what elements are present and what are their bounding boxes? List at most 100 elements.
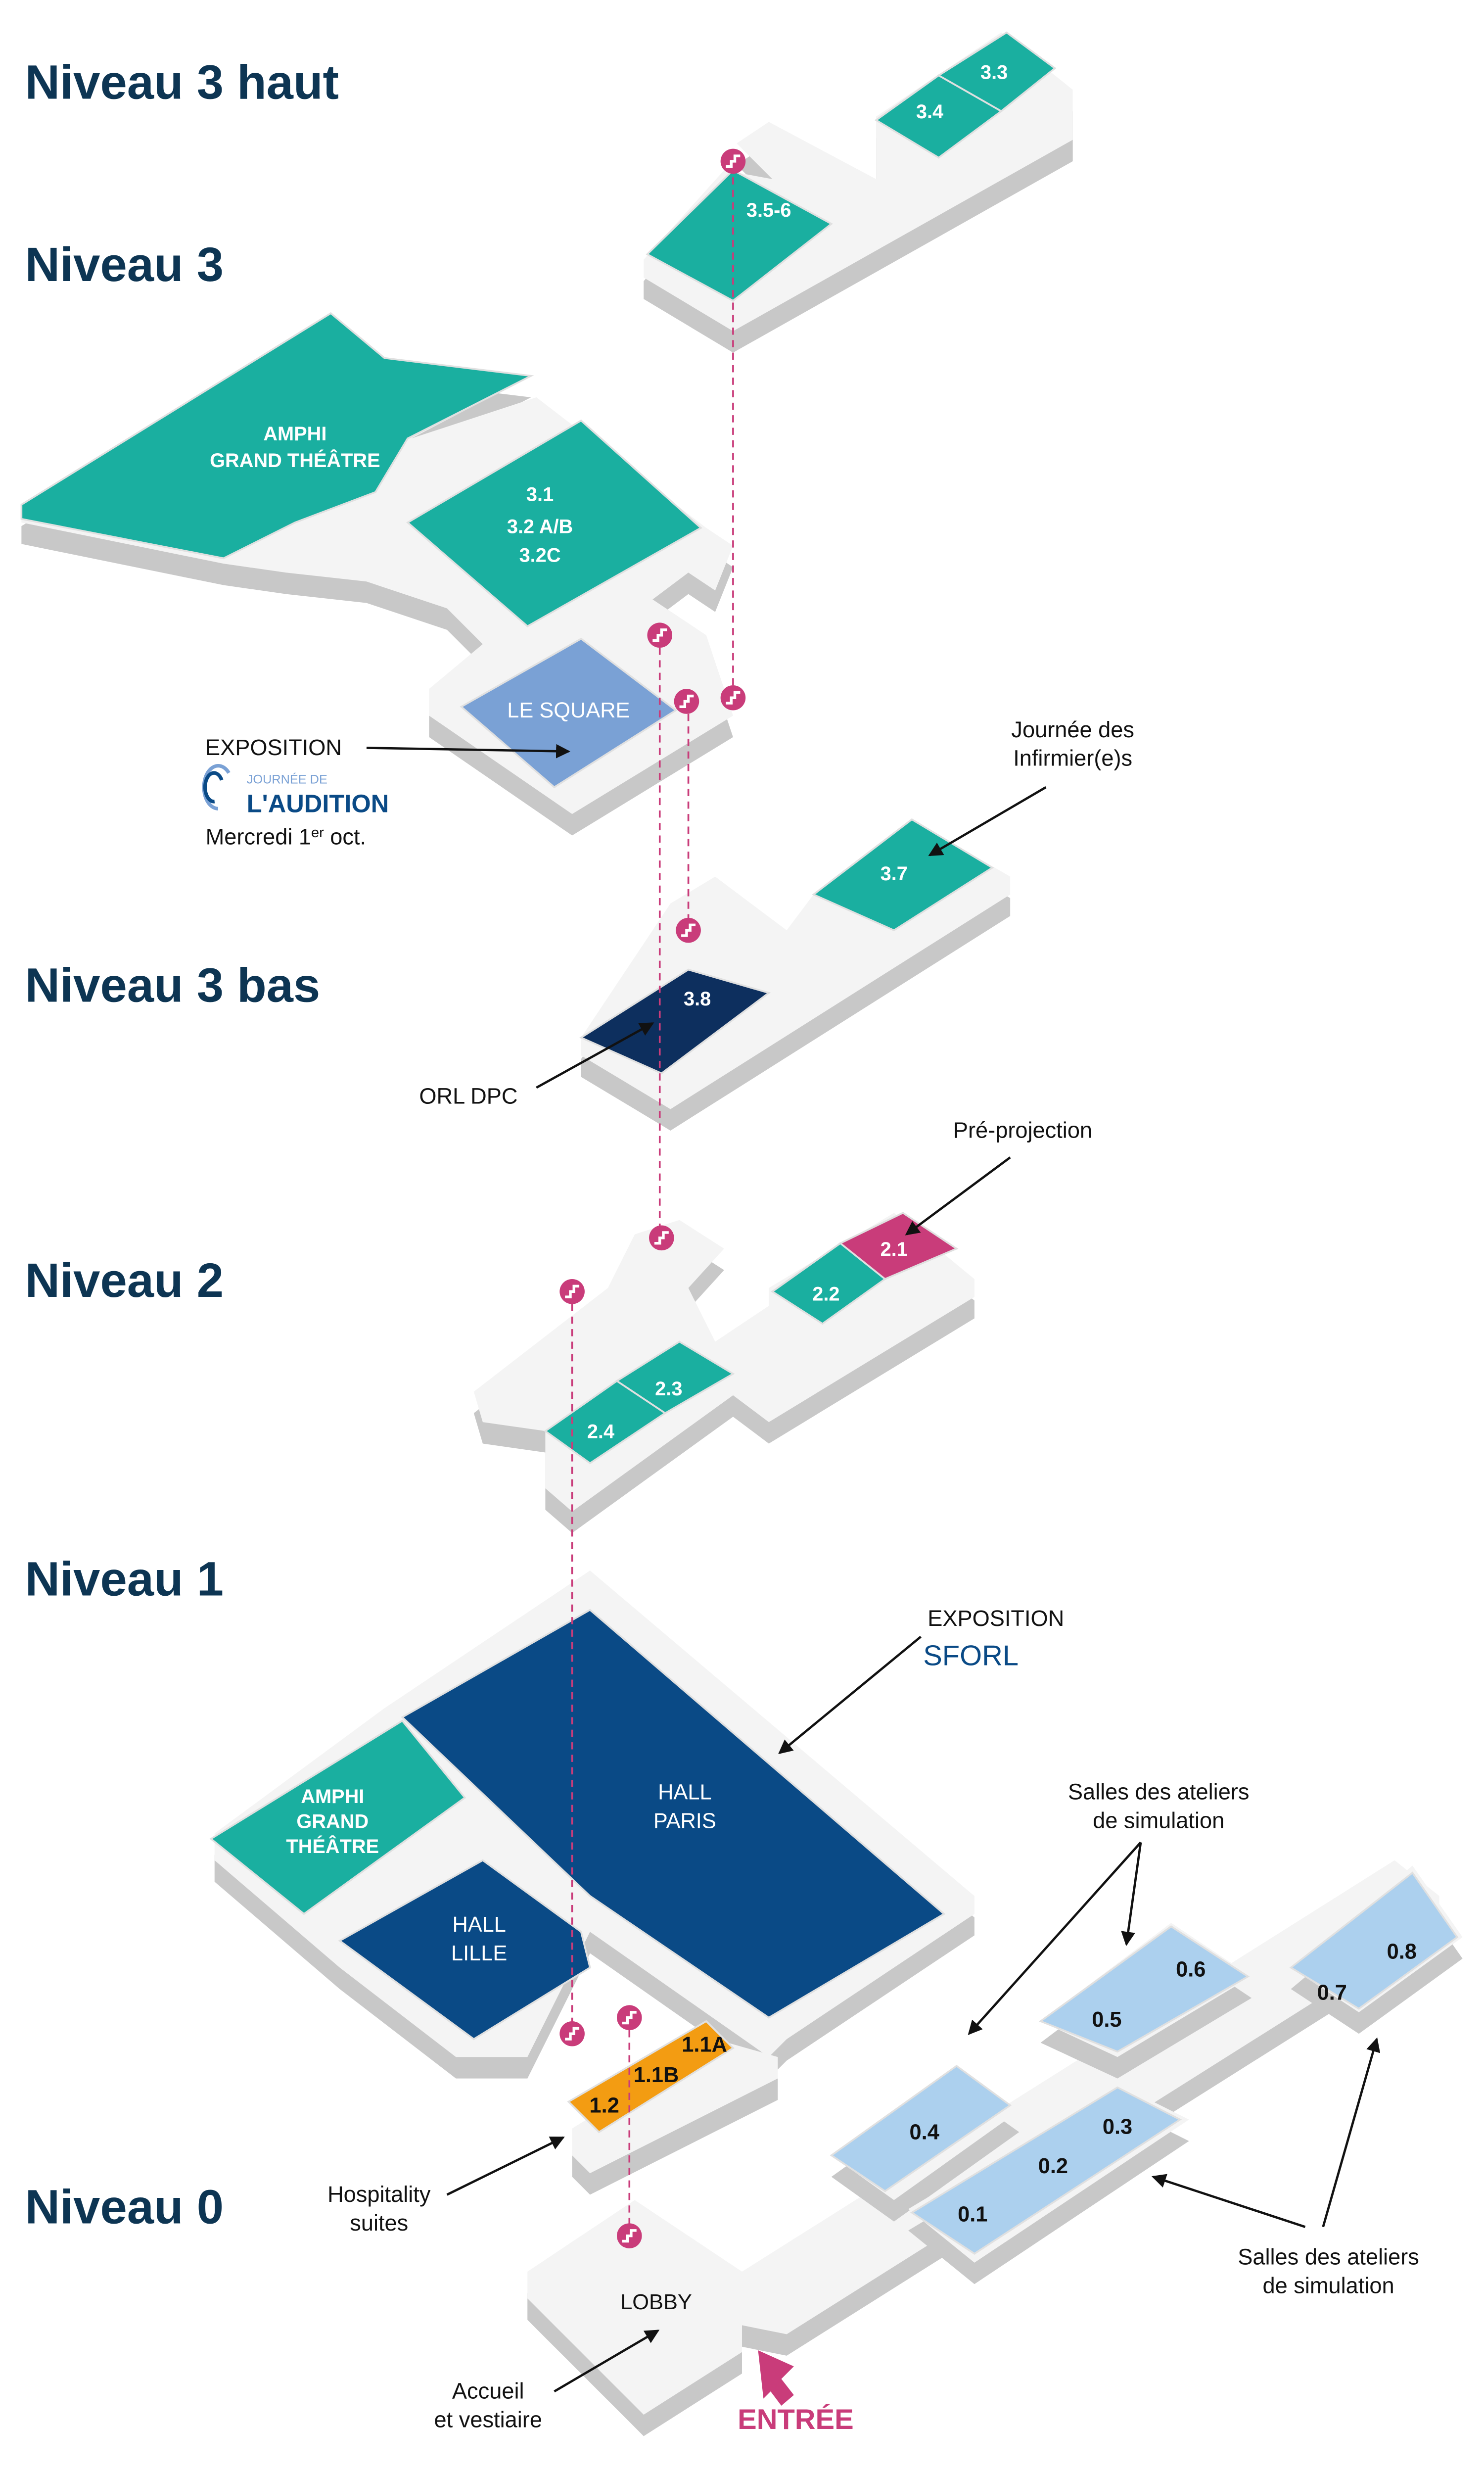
annotation-arrow [554, 2330, 660, 2393]
room-label: HALL [452, 1913, 506, 1937]
entrance-label[interactable]: ENTRÉE [738, 2404, 854, 2435]
room-label: AMPHI [263, 423, 326, 445]
annotation-exposition: EXPOSITION [205, 735, 342, 760]
room-label: 3.2C [519, 545, 561, 567]
room-label: 3.3 [980, 62, 1008, 84]
room-label: LOBBY [620, 2290, 692, 2314]
svg-text:JOURNÉE DE: JOURNÉE DE [247, 772, 327, 787]
room-label: 1.1A [682, 2033, 727, 2056]
annotation-arrow [1121, 1842, 1142, 1947]
annotation-arrow [1151, 2174, 1306, 2228]
annotation-accueil: Accueil [452, 2379, 524, 2404]
annotation-ateliers: de simulation [1093, 1808, 1224, 1833]
room-2-4 [544, 1380, 667, 1465]
stairs-layer [559, 148, 746, 2248]
level-0-labels: Niveau 0 0.4 0.1 0.2 0.3 0.5 0.6 0.7 0.8… [25, 1779, 1419, 2435]
room-0-4-group [830, 2065, 1012, 2192]
stairs-icon [720, 148, 746, 174]
room-3-5-6-group [646, 169, 834, 302]
room-label: 0.5 [1092, 2008, 1121, 2032]
room-label: 0.4 [910, 2120, 939, 2144]
stairs-icon [559, 2021, 585, 2046]
room-3-8-group [579, 968, 771, 1075]
level-3-bas-labels: Niveau 3 bas 3.7 3.8 Journée des Infirmi… [25, 717, 1134, 1109]
annotation-orl-dpc: ORL DPC [419, 1084, 517, 1109]
annotation-arrow [366, 744, 571, 759]
room-3-5-6 [646, 169, 834, 302]
level-heading-3-haut: Niveau 3 haut [25, 55, 339, 109]
stairs-icon [616, 2005, 642, 2031]
room-label: LILLE [451, 1942, 507, 1965]
level-heading-3-bas: Niveau 3 bas [25, 958, 321, 1012]
room-0-1-0-3-group [910, 2086, 1182, 2255]
annotation-arrow [778, 1636, 922, 1755]
level-3-labels: Niveau 3 haut Niveau 3 3.5-6 3.4 3.3 AMP… [25, 55, 1008, 849]
room-label: LE SQUARE [507, 699, 630, 722]
room-3-7-group [812, 818, 994, 932]
room-amphi-grand-theatre-3 [20, 312, 534, 560]
room-label: 2.3 [655, 1378, 682, 1400]
room-label: AMPHI [301, 1786, 364, 1808]
rooms-layer [20, 31, 1459, 2255]
annotation-exposition-hall: EXPOSITION [928, 1606, 1064, 1631]
room-amphi-grand-theatre-1-group [209, 1719, 466, 1915]
room-label: 1.2 [590, 2093, 619, 2117]
annotation-date: Mercredi 1er oct. [206, 824, 366, 850]
annotation-pre-projection: Pré-projection [953, 1117, 1092, 1142]
annotation-accueil: et vestiaire [434, 2407, 542, 2432]
stairs-icon [647, 622, 673, 648]
room-hall-lille-group [338, 1859, 591, 2041]
room-0-5-0-6 [1038, 1925, 1250, 2053]
sforl-logo: SFORL [923, 1640, 1019, 1672]
room-label: 3.8 [684, 988, 711, 1010]
room-label: 3.5-6 [746, 199, 791, 221]
room-label: 2.4 [587, 1421, 614, 1443]
stairs-icon [676, 917, 701, 943]
level-2-labels: Niveau 2 2.2 2.1 2.3 2.4 Pré-projection [25, 1117, 1092, 1442]
room-label: 0.1 [958, 2203, 987, 2227]
annotation-arrow [905, 1156, 1011, 1236]
room-label: 1.1B [634, 2063, 679, 2087]
room-hall-lille [338, 1859, 591, 2041]
stair-connections [571, 165, 734, 2236]
annotation-infirmiers: Journée des [1011, 717, 1134, 742]
room-label: 3.7 [881, 863, 908, 885]
room-3-8 [579, 968, 771, 1075]
stairs-icon [649, 1225, 674, 1251]
room-0-5-0-6-group [1038, 1925, 1250, 2053]
room-3-1-3-2-group [406, 419, 702, 627]
room-label: THÉÂTRE [286, 1835, 379, 1857]
room-label: 0.8 [1387, 1940, 1417, 1963]
room-label: 2.1 [881, 1238, 908, 1260]
room-label: HALL [658, 1781, 711, 1805]
room-hospitality-suites [567, 2020, 735, 2134]
room-label: 3.4 [916, 101, 943, 123]
room-label: 0.6 [1176, 1958, 1206, 1982]
cursor-arrow-icon [758, 2350, 794, 2406]
room-label: 3.1 [526, 484, 554, 506]
stairs-icon [559, 1279, 585, 1304]
annotation-ateliers: Salles des ateliers [1068, 1779, 1250, 1805]
room-3-3-group [937, 31, 1057, 112]
stairs-icon [616, 2223, 642, 2248]
journee-audition-logo: JOURNÉE DE L'AUDITION [202, 763, 389, 818]
room-label: GRAND [296, 1811, 369, 1833]
room-0-4 [830, 2065, 1012, 2192]
room-amphi-grand-theatre-3-group [20, 312, 534, 560]
room-2-1-group [838, 1212, 959, 1281]
annotation-ateliers: de simulation [1262, 2273, 1394, 2298]
room-label: 3.2 A/B [507, 516, 573, 538]
room-amphi-grand-theatre-1 [209, 1719, 466, 1915]
level-1-labels: Niveau 1 AMPHI GRAND THÉÂTRE HALL PARIS … [25, 1552, 1065, 2236]
level-heading-3: Niveau 3 [25, 238, 224, 291]
level-heading-2: Niveau 2 [25, 1253, 224, 1307]
floor-slab-group [527, 2200, 742, 2436]
room-3-3 [937, 31, 1057, 112]
annotation-arrow [968, 1841, 1142, 2035]
room-0-7-0-8-group [1289, 1871, 1459, 2010]
room-hall-paris [401, 1609, 946, 2019]
room-label: PARIS [653, 1809, 716, 1833]
room-3-1-3-2 [406, 419, 702, 627]
floor-slab [572, 2039, 778, 2174]
